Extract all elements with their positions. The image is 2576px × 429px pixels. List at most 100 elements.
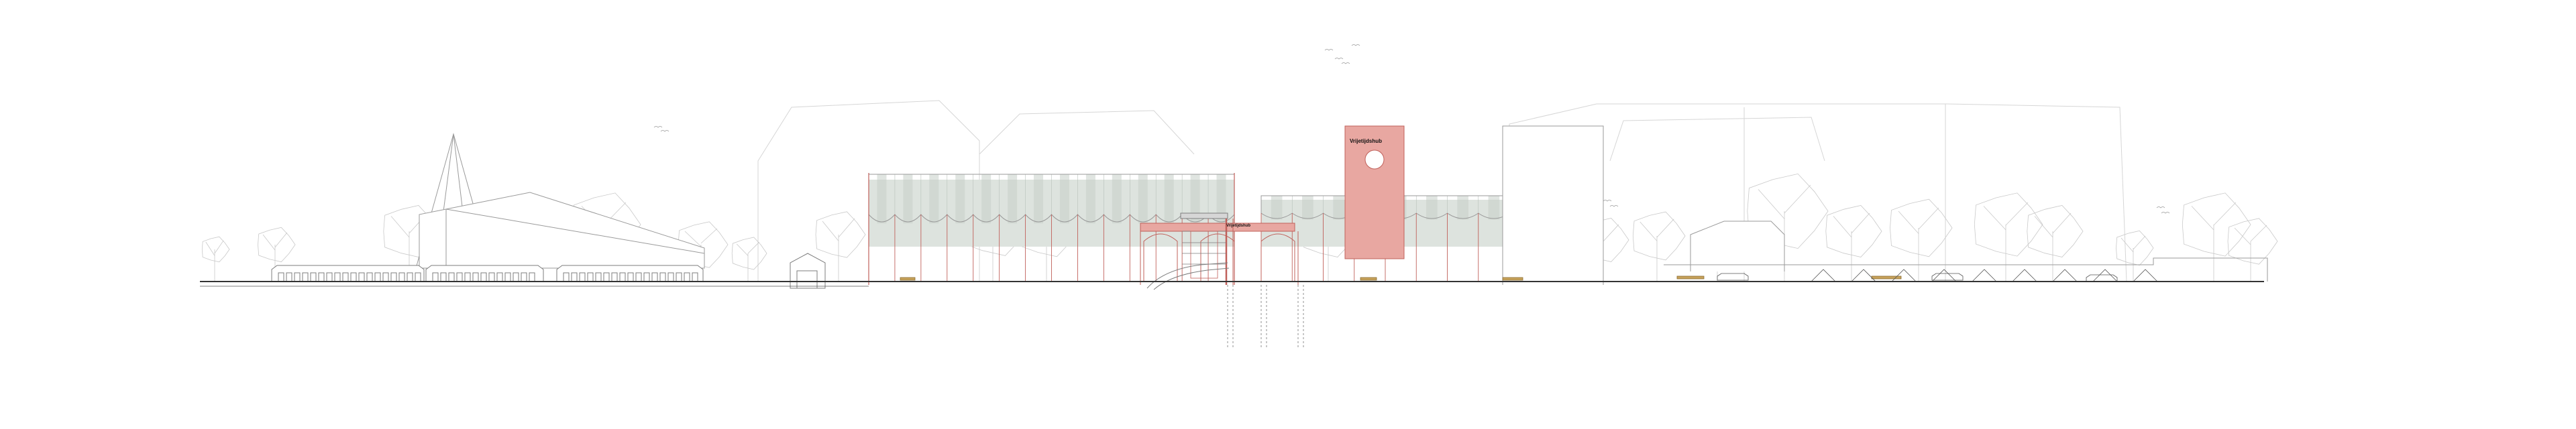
canopy-fold [1085,174,1095,224]
garage-door [587,272,594,282]
ground [200,281,2264,287]
tree-branch [700,228,718,244]
tent-shape [1972,269,1997,282]
arched-bridge [1140,223,1299,285]
bird [1603,200,1612,202]
tree-branch [2034,216,2053,238]
garage-door [659,272,666,282]
garage-door [529,272,535,282]
tree-branch [1758,189,1785,219]
garage-door [278,272,284,282]
canopy-fold [1059,174,1069,224]
garage-door [619,272,626,282]
bird [1609,205,1619,207]
lift-floors [1182,231,1226,279]
ramp-curve [1153,267,1230,290]
bird [1334,58,1344,60]
garage-door [294,272,301,282]
tree-crown [1974,192,2043,257]
tower-round-window [1364,149,1385,170]
garage-door [504,272,511,282]
garage-door [382,272,389,282]
canopy-fold [1008,174,1018,224]
canopy-fold [877,174,887,224]
bench [1502,277,1523,281]
bird [660,130,669,132]
tree-branch [2234,227,2251,245]
tree-branch [2133,235,2146,250]
tree-branch [1784,184,1811,214]
bridge-arch-1 [1143,233,1178,282]
tree-branch [747,241,760,254]
garage-door [603,272,610,282]
tree-branch [262,234,276,251]
tree-branch [736,243,749,256]
tree-branch [2121,237,2134,253]
tree-branch [1640,221,1658,241]
canopy-fold [1190,174,1200,224]
tree-crown [2027,205,2084,257]
tree-crown [2116,230,2154,266]
tree [1825,205,1882,282]
canopy-folds [868,174,1226,224]
hall-roof-line [445,208,705,254]
tree-branch [1898,210,1919,234]
canopy-fold [929,174,939,224]
garage-door [366,272,373,282]
bird [1341,62,1350,64]
garage-door [676,272,682,282]
garage-door [563,272,570,282]
tree [815,211,866,282]
long-wall [1664,257,2268,282]
tree [731,237,767,282]
tree [1890,198,1953,282]
canopy-fold [981,174,991,224]
bg-roofline-right [1609,117,1825,162]
garage-door [579,272,586,282]
garage-door [571,272,578,282]
pink-tower: Vrijetijdshub Vrijetijdshub [1226,125,1405,259]
canopy-fold [1426,196,1438,220]
ramp-curve [1146,262,1228,289]
bg-house-mid [979,110,1195,155]
tree-branch [1656,219,1674,238]
canopy-fold [1164,174,1174,224]
bridge-arch-3 [1260,233,1295,282]
bird [653,126,663,128]
tent-shape [2052,269,2078,282]
tall-block [1502,125,1604,285]
tree-branch [274,232,288,248]
tree-branch [390,216,410,238]
garage-door [496,272,503,282]
small-shed [790,253,826,289]
tent-shape [2133,269,2158,282]
garage-door [350,272,357,282]
tree [2182,192,2251,282]
tree-branch [2213,202,2237,226]
garage-door [513,272,519,282]
garage-door [480,272,487,282]
tree-crown [201,236,230,263]
garage-door [643,272,650,282]
garage-door [692,272,698,282]
lift-cap [1180,212,1228,219]
tree-branch [2005,202,2029,226]
garage-door [667,272,674,282]
garage-door [432,272,439,282]
foundation-piles [1227,285,1304,349]
tree-branch [1833,216,1852,238]
canopy-fold [1271,196,1283,220]
canopy-fold [1457,196,1468,220]
bench [1676,275,1705,280]
tent-shape [1931,269,1957,282]
tree [2027,205,2084,282]
garage-door [651,272,658,282]
tree [2116,230,2154,282]
tree-crown [731,237,767,270]
garage-door [326,272,333,282]
canopy-fold [1488,196,1500,220]
garage-door [627,272,634,282]
tree-branch [2191,206,2214,231]
tree-branch [1918,207,1939,230]
